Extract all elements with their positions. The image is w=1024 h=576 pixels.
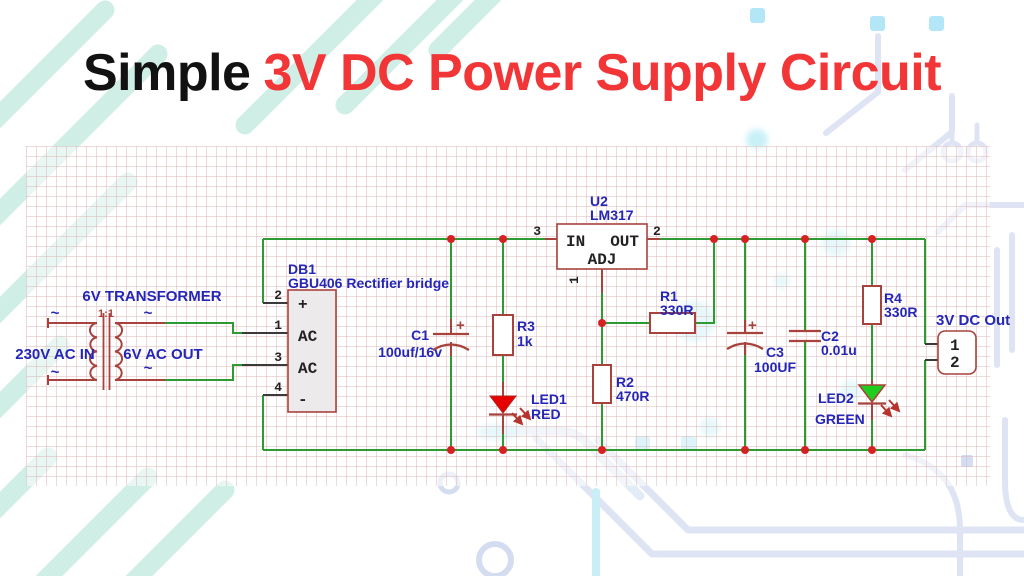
resistor-r2-symbol bbox=[592, 364, 612, 404]
c3-ref-label: C3 bbox=[766, 344, 784, 360]
r2-ref-label: R2 bbox=[616, 374, 634, 390]
bridge-pin-plus-label: + bbox=[298, 296, 308, 314]
led2-ref-label: LED2 bbox=[818, 390, 854, 406]
led1-emission-arrows-icon bbox=[511, 407, 532, 426]
c1-polarity-mark: + bbox=[456, 317, 465, 334]
page-title-prefix: Simple bbox=[82, 44, 251, 102]
capacitor-c3-symbol bbox=[726, 331, 764, 350]
regulator-ref-label: U2 bbox=[590, 193, 608, 209]
transformer-primary-label: 230V AC IN bbox=[15, 346, 94, 363]
output-connector-box bbox=[937, 330, 977, 375]
led2-symbol bbox=[857, 384, 901, 418]
transformer-name-label: 6V TRANSFORMER bbox=[82, 288, 221, 305]
ac-tilde-icon: ~ bbox=[144, 360, 153, 377]
ac-tilde-icon: ~ bbox=[51, 305, 60, 322]
capacitor-c2-symbol bbox=[789, 329, 821, 343]
junction-dots bbox=[447, 235, 876, 454]
bridge-pin3-number: 3 bbox=[274, 350, 282, 365]
led1-color-label: RED bbox=[531, 406, 561, 422]
output-pin2-number: 2 bbox=[950, 354, 960, 372]
schematic-grid-paper bbox=[26, 146, 990, 486]
c2-value-label: 0.01u bbox=[821, 342, 857, 358]
c3-value-label: 100UF bbox=[754, 359, 796, 375]
resistor-r4-symbol bbox=[862, 285, 882, 325]
regulator-out-label: OUT bbox=[610, 233, 639, 251]
r2-value-label: 470R bbox=[616, 388, 649, 404]
ac-tilde-icon: ~ bbox=[144, 305, 153, 322]
bridge-pin-ac1-label: AC bbox=[298, 328, 318, 346]
c3-polarity-mark: + bbox=[748, 317, 757, 334]
ac-tilde-icon: ~ bbox=[51, 364, 60, 381]
output-pin1-number: 1 bbox=[950, 337, 960, 355]
c1-ref-label: C1 bbox=[411, 327, 429, 343]
regulator-in-label: IN bbox=[566, 233, 585, 251]
regulator-adj-pin-number: 1 bbox=[567, 276, 582, 284]
r4-value-label: 330R bbox=[884, 304, 917, 320]
capacitor-c1-symbol bbox=[432, 332, 470, 351]
capacitors bbox=[432, 329, 821, 351]
bridge-rectifier-box bbox=[287, 289, 337, 413]
led1-ref-label: LED1 bbox=[531, 391, 567, 407]
bridge-pin1-number: 1 bbox=[274, 318, 282, 333]
r3-value-label: 1k bbox=[517, 333, 533, 349]
resistors bbox=[492, 285, 882, 404]
transformer-ratio-label: 1:1 bbox=[98, 308, 114, 320]
c2-ref-label: C2 bbox=[821, 328, 839, 344]
bridge-pin4-number: 4 bbox=[274, 380, 282, 395]
r1-ref-label: R1 bbox=[660, 288, 678, 304]
resistor-r3-symbol bbox=[492, 314, 514, 356]
r4-ref-label: R4 bbox=[884, 290, 902, 306]
wires bbox=[165, 238, 926, 451]
resistor-r1-symbol bbox=[649, 312, 696, 334]
led2-color-label: GREEN bbox=[815, 411, 865, 427]
symbol-wire-stubs bbox=[47, 238, 873, 434]
led1-symbol bbox=[488, 395, 532, 426]
transformer-symbol bbox=[88, 313, 124, 390]
regulator-in-pin-number: 3 bbox=[533, 224, 541, 239]
page-title-highlight: 3V DC Power Supply Circuit bbox=[263, 44, 942, 102]
regulator-box bbox=[556, 223, 648, 270]
regulator-out-pin-number: 2 bbox=[653, 224, 661, 239]
regulator-adj-label: ADJ bbox=[588, 251, 617, 269]
output-label: 3V DC Out bbox=[936, 312, 1010, 329]
bridge-pin-minus-label: - bbox=[298, 391, 308, 409]
bridge-pin-ac2-label: AC bbox=[298, 360, 318, 378]
r3-ref-label: R3 bbox=[517, 318, 535, 334]
c1-value-label: 100uf/16v bbox=[378, 344, 442, 360]
bridge-desc-label: GBU406 Rectifier bridge bbox=[288, 275, 449, 291]
led2-emission-arrows-icon bbox=[880, 399, 901, 418]
bridge-pin2-number: 2 bbox=[274, 288, 282, 303]
r1-value-label: 330R bbox=[660, 302, 693, 318]
regulator-part-label: LM317 bbox=[590, 207, 634, 223]
black-pin-stubs bbox=[242, 302, 938, 396]
transformer-secondary-label: 6V AC OUT bbox=[123, 346, 202, 363]
bridge-ref-label: DB1 bbox=[288, 261, 316, 277]
